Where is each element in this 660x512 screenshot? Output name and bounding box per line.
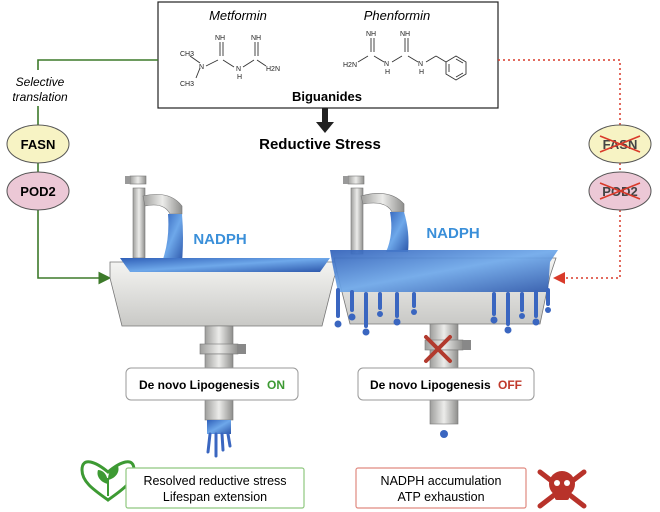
svg-text:De novo Lipogenesis OFF: De novo Lipogenesis OFF [370,378,522,392]
selective-caption-line1: Selective [16,75,65,89]
blocked-drain-x-icon [424,335,452,363]
left-sink-illustration [109,175,341,458]
good-outcome-line2: Lifespan extension [163,490,267,504]
fasn-label: FASN [21,137,56,152]
right-lipogenesis-box: De novo Lipogenesis OFF [357,367,535,401]
lipogenesis-off-status: OFF [498,378,522,392]
svg-text:N: N [384,61,389,68]
pod2-cross-icon [599,182,641,200]
reductive-stress-label: Reductive Stress [259,136,381,153]
skull-crossbones-icon [537,469,587,509]
fasn-cross-icon [599,135,641,153]
svg-text:De novo Lipogenesis ON: De novo Lipogenesis ON [139,378,285,392]
left-lipogenesis-box: De novo Lipogenesis ON [125,367,299,401]
down-arrow [316,108,334,133]
lipogenesis-on-status: ON [267,378,285,392]
left-nadph-label: NADPH [193,231,246,248]
svg-text:NH: NH [251,35,261,42]
draining-water [206,432,232,458]
right-pathway: FASN POD2 [498,59,652,284]
biguanides-label: Biguanides [292,89,362,104]
fasn-oval [6,124,70,164]
metformin-label: Metformin [209,8,267,23]
svg-text:N: N [418,61,423,68]
left-pathway: Selective translation FASN POD2 [2,59,158,285]
pod2-label: POD2 [20,184,55,199]
svg-text:H: H [385,69,390,76]
svg-text:CH3: CH3 [180,81,194,88]
bad-outcome-line2: ATP exhaustion [397,490,484,504]
phenformin-label: Phenformin [364,8,430,23]
metformin-atom-labels: CH3 N CH3 NH N H NH H2N [180,35,280,88]
svg-text:H: H [419,69,424,76]
right-nadph-label: NADPH [426,225,479,242]
phenformin-atom-labels: NH NH H2N N H N H [343,31,424,76]
bad-outcome-line1: NADPH accumulation [381,474,502,488]
svg-text:CH3: CH3 [180,51,194,58]
svg-text:N: N [199,64,204,71]
overflow-drips [334,288,551,336]
svg-text:H2N: H2N [266,66,280,73]
good-outcome-box: Resolved reductive stress Lifespan exten… [125,467,305,509]
phenformin-structure [357,38,467,81]
svg-text:H: H [237,74,242,81]
svg-text:NH: NH [215,35,225,42]
good-outcome-line1: Resolved reductive stress [143,474,286,488]
selective-caption-line2: translation [12,90,68,104]
pod2-oval [6,171,70,211]
right-lipogenesis-text: De novo Lipogenesis [370,378,491,392]
svg-text:NH: NH [400,31,410,38]
metformin-structure [189,42,267,79]
svg-text:NH: NH [366,31,376,38]
biguanides-box: Metformin Phenformin Biguanides CH3 N CH… [157,1,499,109]
svg-text:N: N [236,66,241,73]
heart-plant-icon [80,460,136,502]
bad-outcome-box: NADPH accumulation ATP exhaustion [355,467,527,509]
svg-text:H2N: H2N [343,62,357,69]
left-lipogenesis-text: De novo Lipogenesis [139,378,260,392]
